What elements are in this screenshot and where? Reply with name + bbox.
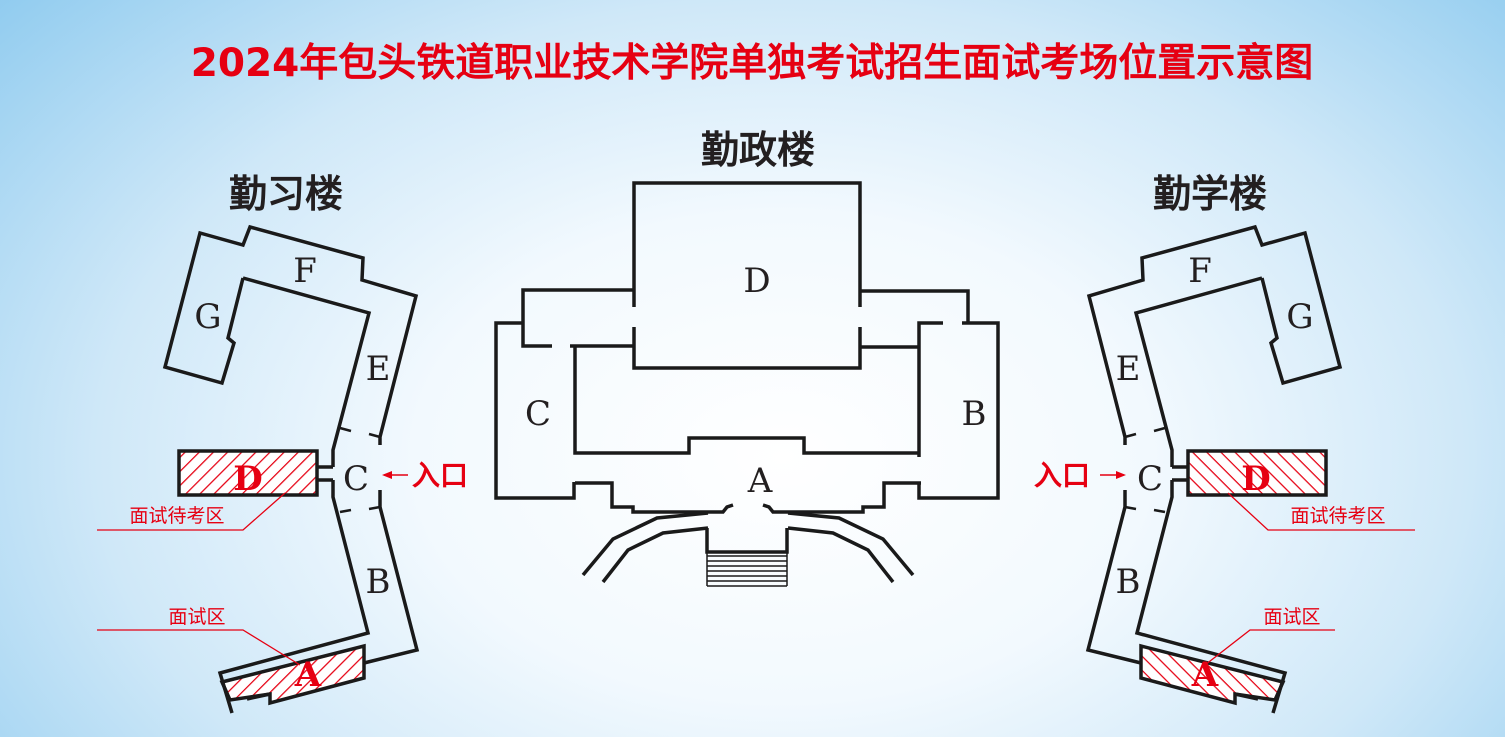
right-entrance-label: 入口 (1034, 459, 1090, 492)
entrance-steps-icon (706, 552, 788, 587)
right-section-c: C (1137, 459, 1163, 499)
left-interview-leader-line (97, 629, 301, 666)
right-building-qinxue: 勤学楼 F G E C B D A 入口 面试待考区 面试区 (1034, 172, 1415, 715)
left-section-g: G (194, 297, 221, 337)
left-interview-area-label: 面试区 (168, 606, 225, 628)
right-waiting-area-label: 面试待考区 (1290, 505, 1385, 527)
right-section-a-interview: A (1191, 655, 1219, 695)
right-section-g: G (1286, 297, 1313, 337)
right-section-b: B (1116, 562, 1141, 602)
right-waiting-leader-line (1227, 492, 1415, 531)
right-interview-area-label: 面试区 (1263, 606, 1320, 628)
left-section-d-waiting: D (233, 459, 262, 499)
center-building-qinzheng: 勤政楼 D C B A (494, 128, 1000, 587)
right-interview-leader-line (1204, 629, 1335, 666)
left-section-e: E (366, 349, 391, 389)
center-section-d: D (743, 261, 770, 301)
left-section-f: F (293, 251, 317, 291)
left-entrance-arrow-icon (382, 471, 408, 479)
left-section-c: C (343, 459, 369, 499)
right-entrance-arrow-icon (1100, 471, 1126, 479)
right-section-e: E (1116, 349, 1141, 389)
left-building-qinxi: 勤习楼 F G E C B D A 入口 面试待考区 面试区 (97, 172, 468, 715)
right-section-f: F (1188, 251, 1212, 291)
right-section-d-waiting: D (1241, 459, 1270, 499)
right-building-name: 勤学楼 (1153, 172, 1267, 216)
left-building-name: 勤习楼 (229, 172, 343, 216)
center-section-b: B (962, 394, 987, 434)
left-waiting-area-label: 面试待考区 (129, 505, 224, 527)
left-waiting-leader-line (97, 492, 286, 531)
left-section-a-interview: A (294, 655, 322, 695)
center-section-c: C (525, 394, 551, 434)
center-section-a: A (747, 461, 773, 501)
center-building-name: 勤政楼 (701, 128, 815, 172)
map-title: 2024年包头铁道职业技术学院单独考试招生面试考场位置示意图 (191, 41, 1314, 86)
left-entrance-label: 入口 (412, 459, 468, 492)
left-section-b: B (366, 562, 391, 602)
